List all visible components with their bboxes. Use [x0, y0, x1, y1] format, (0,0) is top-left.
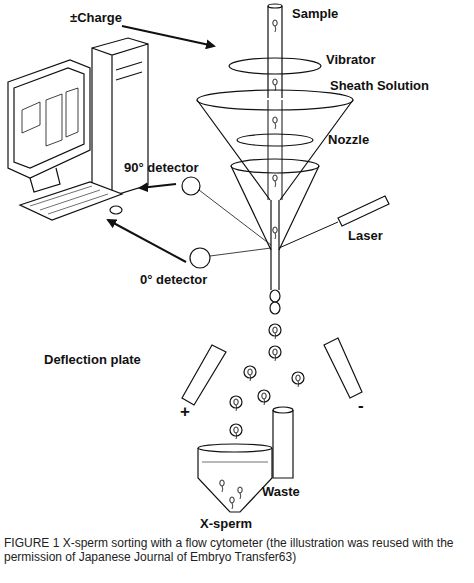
- figure-caption: FIGURE 1 X-sperm sorting with a flow cyt…: [4, 536, 466, 564]
- laser-label: Laser: [348, 228, 383, 243]
- waste-label: Waste: [262, 484, 300, 499]
- sheath-label: Sheath Solution: [330, 78, 429, 93]
- tube-label: X-sperm: [200, 516, 252, 531]
- detector-label: 0° detector: [140, 272, 207, 287]
- polarity-sign: +: [180, 404, 190, 419]
- charge-label: ±Charge: [70, 10, 122, 25]
- nozzle-label: Nozzle: [328, 132, 369, 147]
- detector-label: 90° detector: [124, 160, 199, 175]
- sample-label: Sample: [292, 6, 338, 21]
- vibrator-label: Vibrator: [326, 52, 376, 67]
- plate-label: Deflection plate: [44, 352, 141, 367]
- polarity-sign: -: [358, 398, 364, 413]
